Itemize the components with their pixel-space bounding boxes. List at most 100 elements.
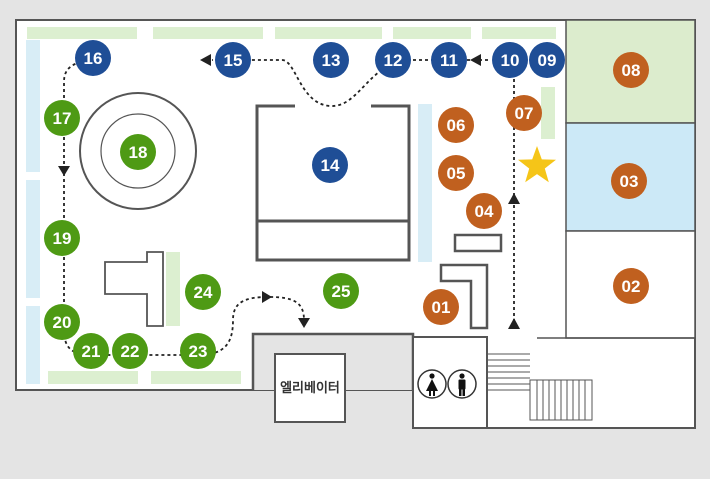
marker-label: 04 xyxy=(475,202,494,221)
route-top xyxy=(212,59,488,107)
shelf-top-2 xyxy=(153,27,263,39)
round-display-inner xyxy=(100,113,176,189)
marker-circle xyxy=(313,42,349,78)
elevator-label: 엘리베이터 xyxy=(280,380,340,395)
shelf-right-07 xyxy=(541,87,555,139)
marker-circle xyxy=(312,147,348,183)
marker-circle xyxy=(613,268,649,304)
marker-22[interactable]: 22 xyxy=(112,333,148,369)
marker-02[interactable]: 02 xyxy=(613,268,649,304)
marker-circle xyxy=(438,155,474,191)
marker-12[interactable]: 12 xyxy=(375,42,411,78)
exhibit-markers: 01 02 03 04 05 06 07 08 09 10 11 12 13 14 15 16 17 18 19 20… xyxy=(44,40,649,369)
elevator-box xyxy=(274,353,346,423)
shelf-top-4 xyxy=(393,27,471,39)
marker-label: 13 xyxy=(322,51,341,70)
marker-circle xyxy=(44,100,80,136)
marker-07[interactable]: 07 xyxy=(506,95,542,131)
marker-15[interactable]: 15 xyxy=(215,42,251,78)
marker-19[interactable]: 19 xyxy=(44,220,80,256)
marker-24[interactable]: 24 xyxy=(185,274,221,310)
l-display xyxy=(439,263,489,330)
female-restroom-icon xyxy=(417,369,447,399)
marker-circle xyxy=(613,52,649,88)
marker-circle xyxy=(112,333,148,369)
marker-circle xyxy=(438,107,474,143)
marker-10[interactable]: 10 xyxy=(492,42,528,78)
shelf-top-5 xyxy=(482,27,556,39)
marker-label: 05 xyxy=(447,164,466,183)
arrow-up-lower xyxy=(508,318,520,329)
shelf-top-3 xyxy=(275,27,382,39)
route-to-25 xyxy=(269,296,305,321)
marker-18[interactable]: 18 xyxy=(120,134,156,170)
marker-circle xyxy=(323,273,359,309)
shelf-left-2 xyxy=(26,180,40,298)
arrow-down-17 xyxy=(58,166,70,176)
marker-label: 24 xyxy=(194,283,213,302)
shelves xyxy=(27,27,556,384)
marker-label: 03 xyxy=(620,172,639,191)
marker-label: 08 xyxy=(622,61,641,80)
marker-circle xyxy=(506,95,542,131)
marker-25[interactable]: 25 xyxy=(323,273,359,309)
marker-08[interactable]: 08 xyxy=(613,52,649,88)
marker-circle xyxy=(185,274,221,310)
shelf-bottom-2 xyxy=(151,371,241,384)
marker-17[interactable]: 17 xyxy=(44,100,80,136)
marker-label: 18 xyxy=(129,143,148,162)
arrow-up-upper xyxy=(508,193,520,204)
marker-label: 16 xyxy=(84,49,103,68)
shelf-left-1 xyxy=(26,40,40,172)
marker-circle xyxy=(375,42,411,78)
arrow-left-11 xyxy=(470,54,481,66)
marker-01[interactable]: 01 xyxy=(423,289,459,325)
marker-05[interactable]: 05 xyxy=(438,155,474,191)
marker-09[interactable]: 09 xyxy=(529,42,565,78)
marker-11[interactable]: 11 xyxy=(431,42,467,78)
marker-16[interactable]: 16 xyxy=(75,40,111,76)
marker-circle xyxy=(73,333,109,369)
shelf-left-3 xyxy=(26,306,40,384)
marker-23[interactable]: 23 xyxy=(180,333,216,369)
marker-circle xyxy=(431,42,467,78)
marker-label: 21 xyxy=(82,342,101,361)
shelf-center-right xyxy=(418,104,432,262)
small-display xyxy=(453,233,503,253)
t-display xyxy=(104,251,164,327)
marker-circle xyxy=(215,42,251,78)
marker-label: 09 xyxy=(538,51,557,70)
marker-circle xyxy=(44,304,80,340)
shelf-bottom-1 xyxy=(48,371,138,384)
shelf-top-1 xyxy=(27,27,137,39)
marker-label: 12 xyxy=(384,51,403,70)
marker-03[interactable]: 03 xyxy=(611,163,647,199)
marker-circle xyxy=(75,40,111,76)
marker-label: 22 xyxy=(121,342,140,361)
marker-21[interactable]: 21 xyxy=(73,333,109,369)
marker-label: 02 xyxy=(622,277,641,296)
marker-label: 11 xyxy=(440,51,458,70)
marker-20[interactable]: 20 xyxy=(44,304,80,340)
marker-label: 25 xyxy=(332,282,351,301)
marker-circle xyxy=(611,163,647,199)
marker-04[interactable]: 04 xyxy=(466,193,502,229)
marker-14[interactable]: 14 xyxy=(312,147,348,183)
marker-label: 14 xyxy=(321,156,340,175)
marker-circle xyxy=(466,193,502,229)
marker-label: 23 xyxy=(189,342,208,361)
marker-label: 10 xyxy=(501,51,520,70)
marker-circle xyxy=(423,289,459,325)
marker-label: 07 xyxy=(515,104,534,123)
marker-label: 01 xyxy=(432,298,451,317)
marker-circle xyxy=(529,42,565,78)
male-restroom-icon xyxy=(447,369,477,399)
marker-circle xyxy=(120,134,156,170)
arrow-left-15 xyxy=(200,54,211,66)
marker-13[interactable]: 13 xyxy=(313,42,349,78)
arrow-right-23 xyxy=(262,291,272,303)
stairs xyxy=(487,353,593,421)
marker-06[interactable]: 06 xyxy=(438,107,474,143)
route-arrows xyxy=(58,54,520,329)
